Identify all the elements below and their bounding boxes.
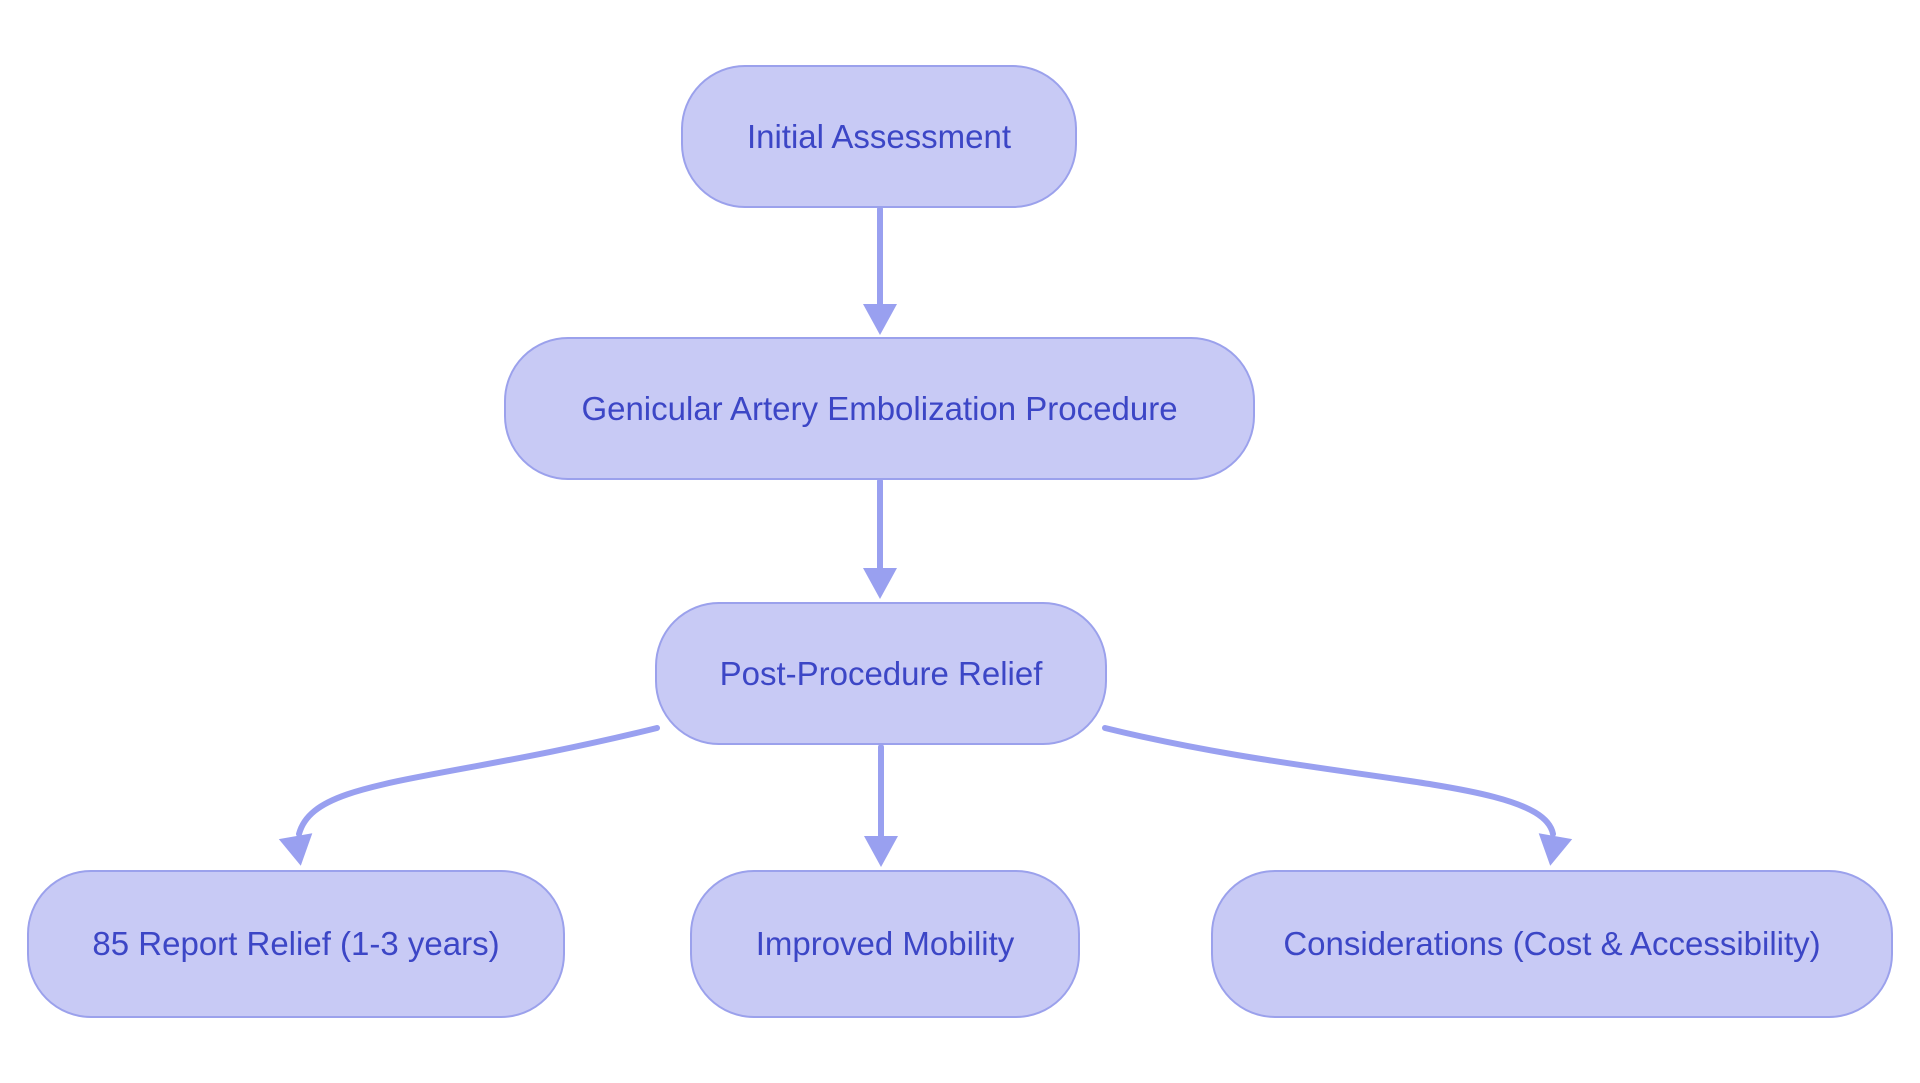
node-post-procedure-relief: Post-Procedure Relief [655,602,1107,745]
node-label: 85 Report Relief (1-3 years) [92,925,500,963]
arrowhead-down-icon [863,304,897,335]
arrowhead-down-icon [864,836,898,867]
edge-line [296,725,660,837]
node-label: Genicular Artery Embolization Procedure [581,389,1178,427]
node-label: Improved Mobility [755,925,1015,963]
node-label: Initial Assessment [746,117,1012,155]
arrowhead-down-icon [1538,833,1573,866]
edge-procedure-to-relief [863,478,897,599]
edge-relief-to-considerations [1102,725,1573,866]
node-label: Considerations (Cost & Accessibility) [1283,925,1821,963]
node-considerations: Considerations (Cost & Accessibility) [1211,870,1893,1018]
edge-relief-to-mobility [864,744,898,867]
node-initial-assessment: Initial Assessment [681,65,1077,208]
node-improved-mobility: Improved Mobility [690,870,1080,1018]
node-genicular-artery-embolization-procedure: Genicular Artery Embolization Procedure [504,337,1255,480]
edge-relief-to-report [278,725,660,866]
edge-initial-to-procedure [863,206,897,335]
edge-line [1102,725,1556,837]
arrowhead-down-icon [863,568,897,599]
node-85-report-relief: 85 Report Relief (1-3 years) [27,870,565,1018]
node-label: Post-Procedure Relief [719,654,1043,692]
arrowhead-down-icon [278,833,313,866]
